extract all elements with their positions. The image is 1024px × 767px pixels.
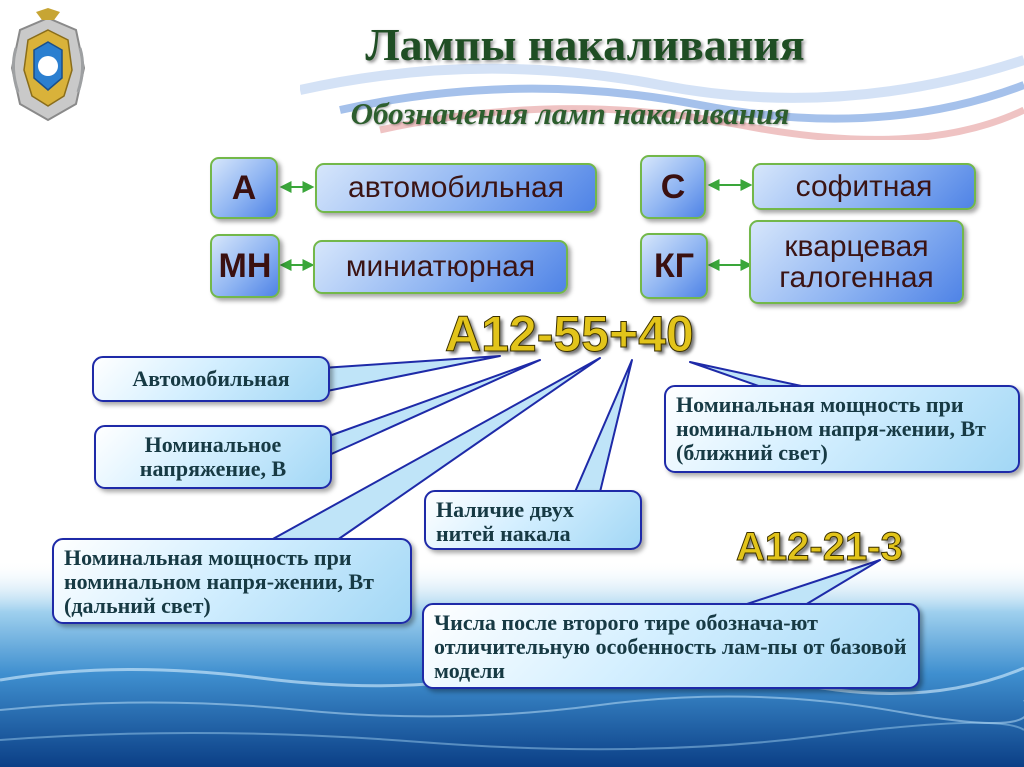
example-code-main: А12-55+40	[445, 305, 694, 363]
callout-distinctive: Числа после второго тире обознача-ют отл…	[422, 603, 920, 689]
callout-power-low: Номинальная мощность при номинальном нап…	[664, 385, 1020, 473]
callout-power-high: Номинальная мощность при номинальном нап…	[52, 538, 412, 624]
example-code-second: А12-21-3	[736, 525, 903, 570]
callout-automotive: Автомобильная	[92, 356, 330, 402]
callout-voltage: Номинальное напряжение, В	[94, 425, 332, 489]
pointer-two-filaments	[575, 360, 632, 492]
callout-two-filaments: Наличие двух нитей накала	[424, 490, 642, 550]
